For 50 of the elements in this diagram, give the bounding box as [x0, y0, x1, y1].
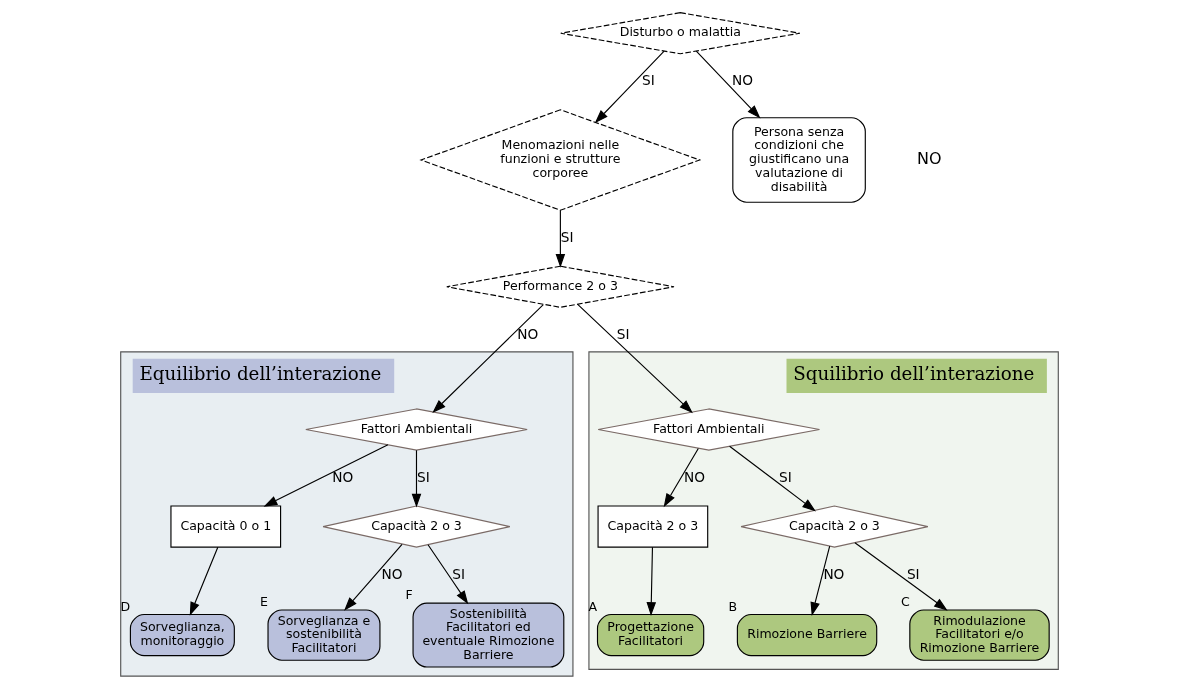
node-label: E — [259, 594, 268, 610]
node-diamond: Disturbo o malattia — [559, 12, 800, 55]
node-label: B — [728, 598, 737, 614]
arrow — [645, 546, 656, 616]
node-label: D — [119, 598, 130, 614]
arrow — [411, 449, 421, 508]
edge-label: SI — [416, 468, 430, 485]
edge-label: NO — [380, 565, 402, 582]
arrow — [555, 209, 565, 268]
edge-label: NO — [516, 325, 538, 342]
arrow — [431, 304, 544, 413]
node-box: Persona senza condizioni che giustificano una valutazione di disabilità — [731, 117, 866, 203]
node-box: Sorveglianza, monitoraggio — [129, 613, 235, 657]
label: NO — [916, 149, 942, 169]
arrow — [663, 447, 699, 508]
edge-label: SI — [451, 565, 465, 582]
node-diamond: Performance 2 o 3 — [445, 265, 675, 308]
arrow — [853, 542, 948, 611]
node-diamond: Capacità 2 o 3 — [740, 505, 928, 548]
node-diamond: Capacità 2 o 3 — [322, 505, 510, 548]
edge-label: SI — [616, 325, 630, 342]
edge-label: NO — [731, 72, 753, 89]
node-box: Rimozione Barriere — [736, 613, 877, 657]
arrow — [728, 445, 816, 512]
edge-label: NO — [683, 468, 705, 485]
arrow — [343, 543, 403, 611]
arrow — [576, 303, 693, 414]
node-label: C — [900, 594, 910, 610]
arrow — [189, 546, 218, 616]
node-box: Capacità 2 o 3 — [597, 505, 708, 548]
node-box: Rimodulazione Facilitatori e/o Rimozione Barriere — [908, 609, 1050, 661]
arrow — [810, 545, 830, 616]
arrow — [426, 544, 468, 605]
arrow — [695, 50, 761, 119]
node-box: Sorveglianza e sostenibilità Facilitatori — [266, 609, 380, 661]
node-diamond: Fattori Ambientali — [597, 408, 820, 451]
node-diamond: Fattori Ambientali — [304, 408, 528, 451]
edge-label: NO — [822, 565, 844, 582]
node-box: Progettazione Facilitatori — [596, 613, 704, 657]
edge-label: SI — [641, 72, 655, 89]
node-label: A — [588, 598, 597, 614]
node-box: Sostenibilità Facilitatori ed eventuale Rimozione Barriere — [412, 602, 564, 668]
arrow — [263, 444, 388, 507]
edge-label: SI — [906, 565, 920, 582]
edge-label: NO — [331, 468, 353, 485]
node-label: F — [404, 587, 413, 603]
edge-label: SI — [778, 468, 792, 485]
node-box: Capacità 0 o 1 — [169, 505, 281, 548]
edge-label: SI — [560, 228, 574, 245]
arrow — [594, 50, 665, 124]
